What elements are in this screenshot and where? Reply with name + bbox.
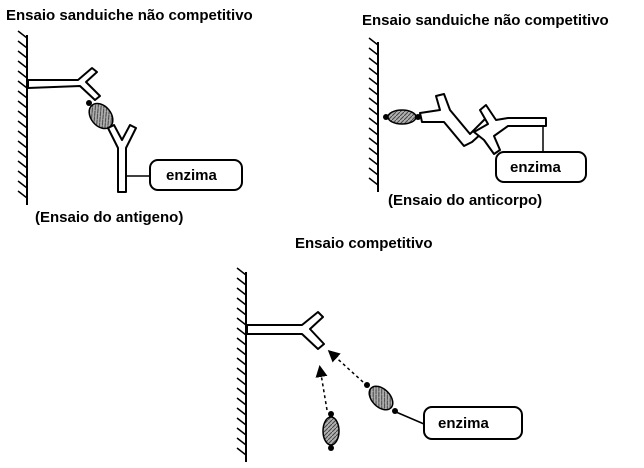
- surface-wall-bottom: [236, 267, 247, 462]
- labeled-antigen: [364, 382, 398, 414]
- enzyme-label-right: enzima: [510, 159, 561, 176]
- antigen-right: [383, 109, 421, 125]
- arrow-labeled-antigen: [327, 349, 364, 383]
- surface-wall-left: [17, 30, 28, 205]
- enzyme-link-bottom: [395, 411, 425, 425]
- capture-antibody-bottom: [246, 311, 325, 350]
- caption-antibody-assay: (Ensaio do anticorpo): [388, 192, 543, 209]
- title-competitive-assay: Ensaio competitivo: [295, 235, 433, 252]
- enzyme-label-left: enzima: [166, 167, 217, 184]
- arrow-free-antigen: [315, 365, 328, 411]
- title-antibody-assay: Ensaio sanduiche não competitivo: [362, 12, 609, 29]
- enzyme-box-left: [149, 159, 243, 191]
- enzyme-label-bottom: enzima: [438, 415, 489, 432]
- free-antigen: [322, 411, 340, 451]
- caption-antigen-assay: (Ensaio do antigeno): [35, 209, 184, 226]
- enzyme-box-bottom: [423, 406, 523, 440]
- enzyme-box-right: [495, 151, 587, 183]
- surface-wall-right: [368, 37, 379, 192]
- capture-antibody-left: [27, 67, 101, 101]
- title-antigen-assay: Ensaio sanduiche não competitivo: [6, 7, 253, 24]
- secondary-antibody-right: [473, 104, 547, 155]
- detection-antibody-left: [107, 124, 137, 193]
